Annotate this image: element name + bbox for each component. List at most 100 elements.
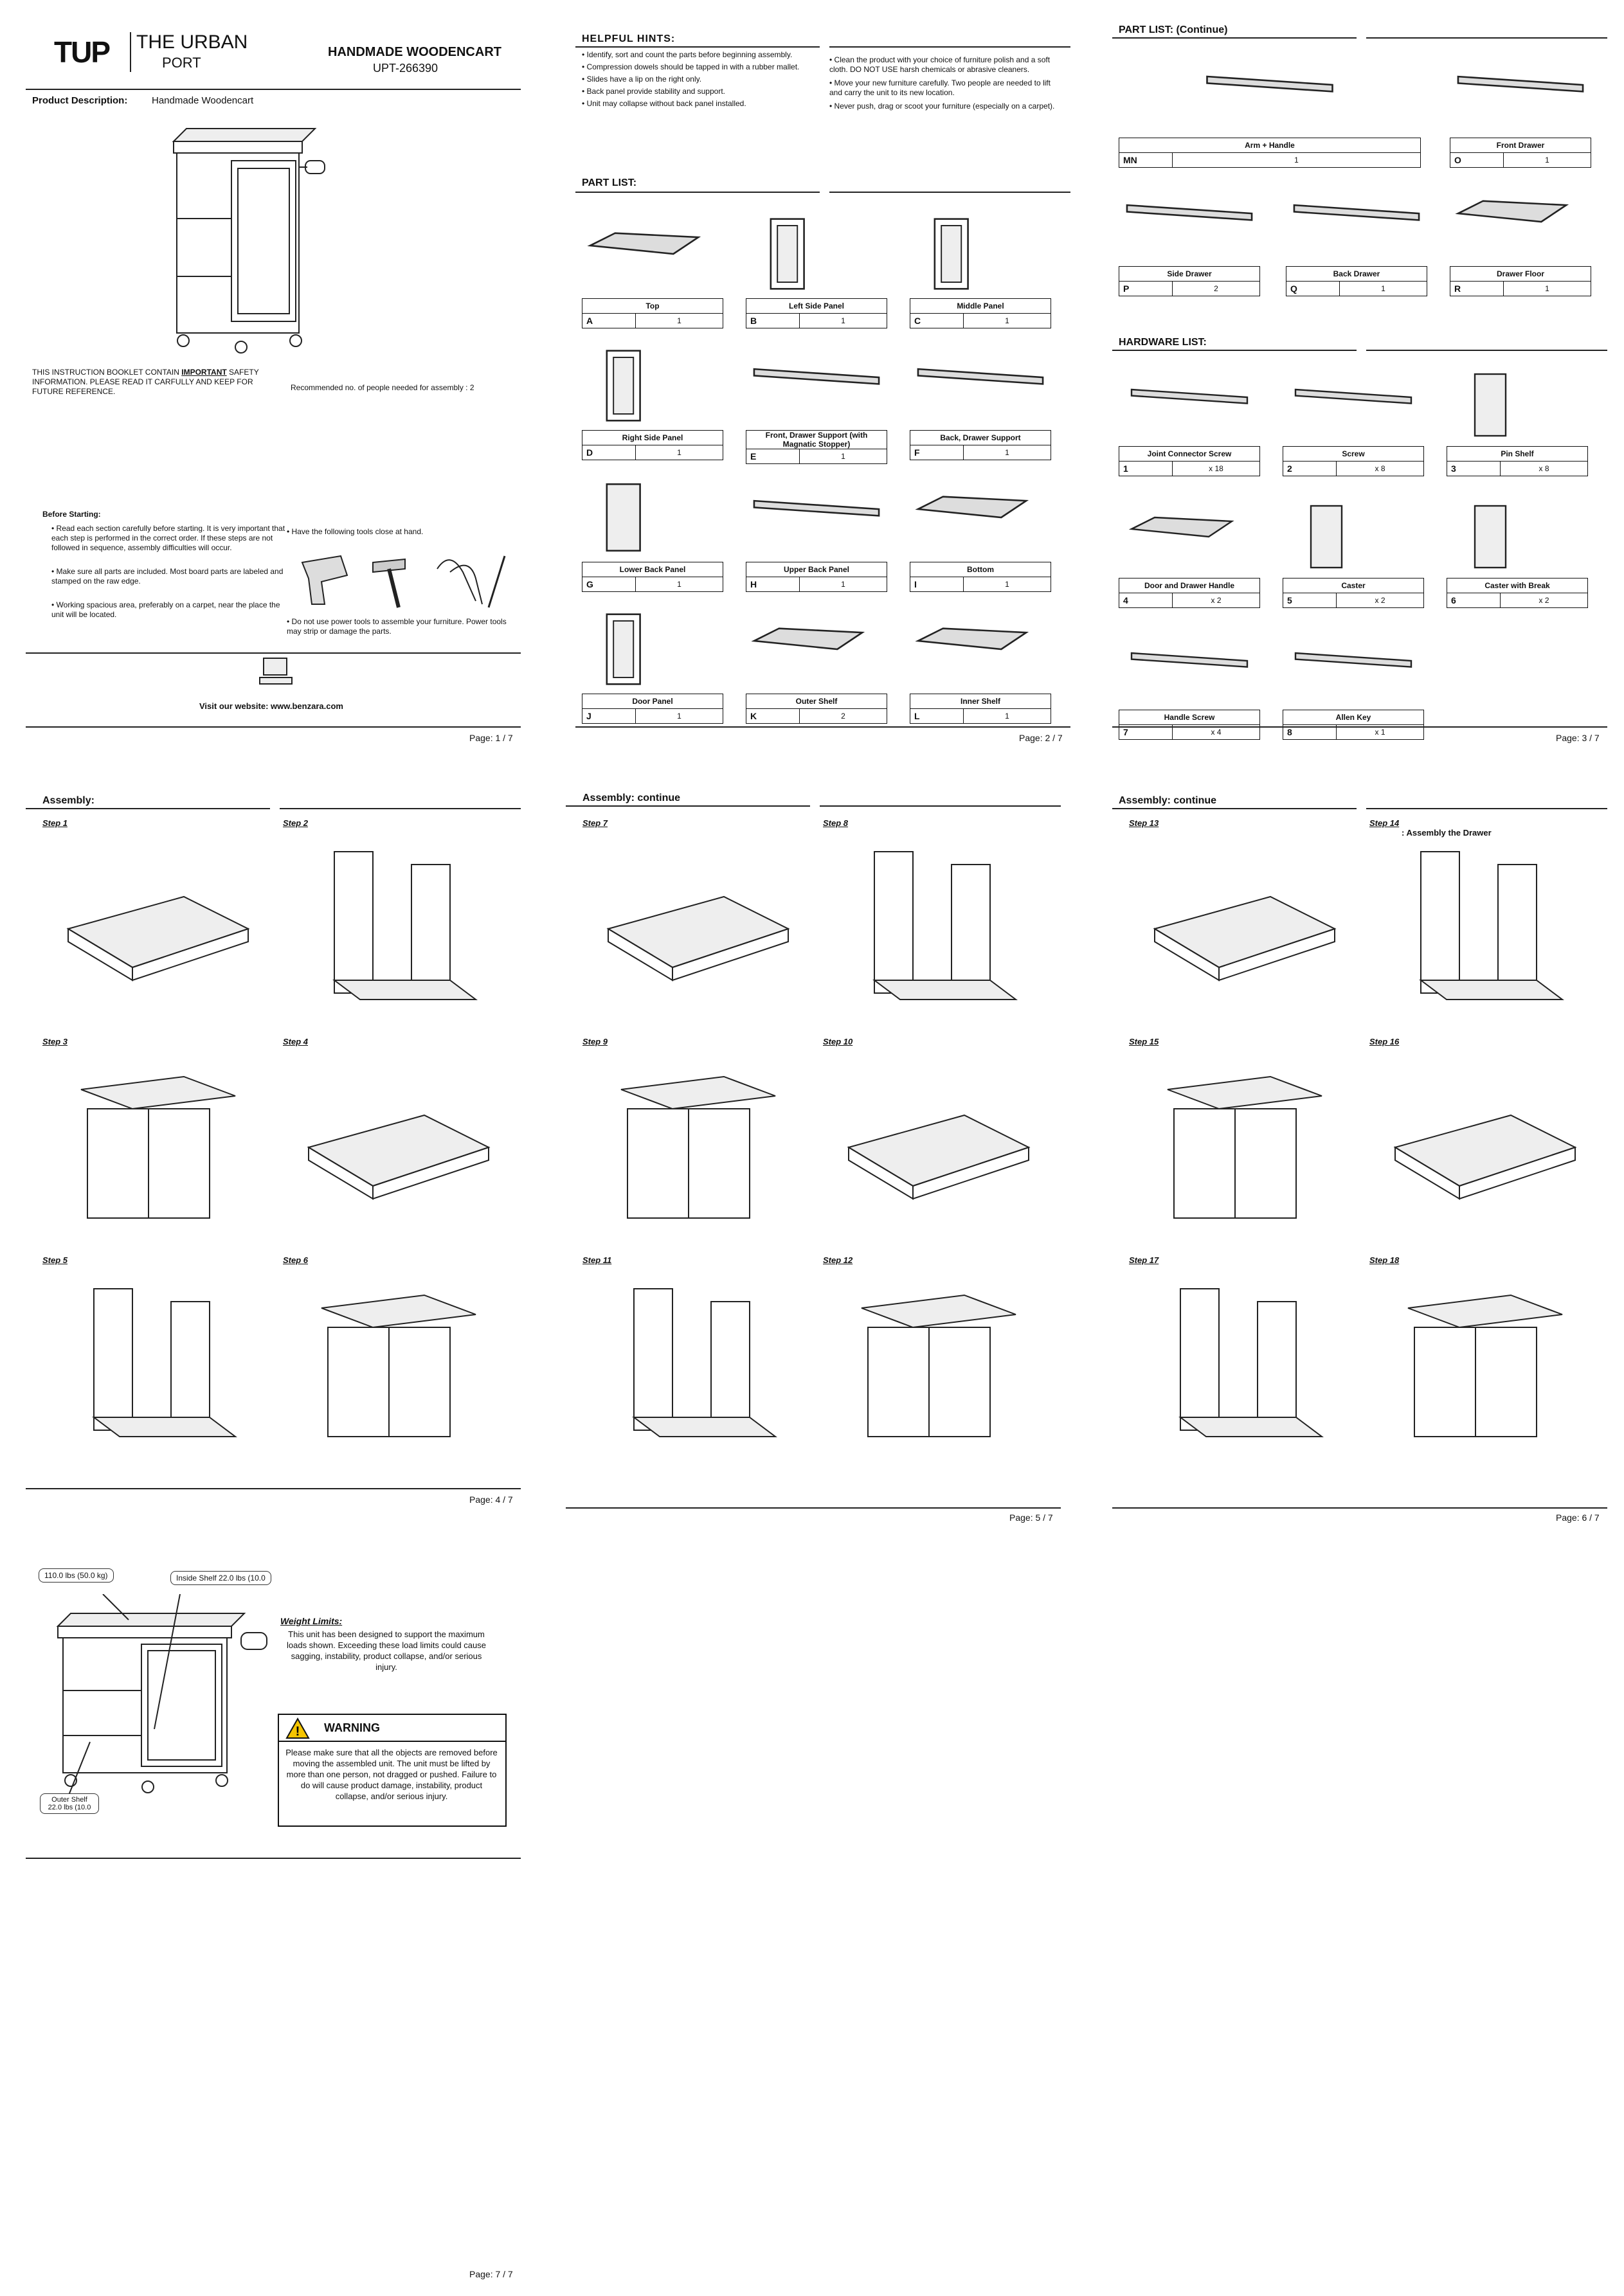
step-label: Step 5 [42, 1255, 68, 1265]
part-illustration [746, 212, 887, 296]
warning-icon: ! [285, 1718, 310, 1739]
part-illustration [746, 344, 887, 427]
step-illustration [296, 832, 501, 1019]
step-label: Step 18 [1369, 1255, 1400, 1265]
step-illustration [595, 1051, 801, 1237]
part-illustration [1283, 498, 1424, 575]
weight-limits-title: Weight Limits: [280, 1616, 343, 1626]
part-illustration [582, 212, 723, 296]
step-label: Step 12 [823, 1255, 853, 1265]
part-illustration [1119, 630, 1260, 707]
step-illustration [836, 832, 1042, 1019]
part-illustration [910, 607, 1051, 691]
part-illustration [582, 476, 723, 559]
step-label: Step 1 [42, 818, 68, 828]
part-illustration [746, 476, 887, 559]
page-1: TUP THE URBAN PORT HANDMADE WOODENCART U… [26, 19, 521, 752]
part-illustration [1450, 180, 1591, 264]
safety-notice: THIS INSTRUCTION BOOKLET CONTAIN IMPORTA… [32, 368, 259, 396]
part-illustration [1286, 180, 1427, 264]
step-label: Step 14 [1369, 818, 1400, 828]
weight-cart-illustration [51, 1594, 289, 1800]
part-illustration [1119, 366, 1260, 444]
step-illustration [296, 1269, 501, 1456]
step-illustration [1382, 1269, 1588, 1456]
page-number: Page: 2 / 7 [1019, 733, 1063, 743]
cart-illustration [161, 116, 334, 360]
step-illustration [296, 1051, 501, 1237]
part-illustration [910, 344, 1051, 427]
step-label: Step 17 [1129, 1255, 1159, 1265]
part-illustration [746, 607, 887, 691]
page-7: 110.0 lbs (50.0 kg) Inside Shelf 22.0 lb… [26, 1556, 521, 2288]
page-number: Page: 1 / 7 [469, 733, 513, 743]
tools-illustration [296, 543, 508, 614]
warning-box: ! WARNING Please make sure that all the … [278, 1714, 507, 1827]
step-label: Step 15 [1129, 1037, 1159, 1046]
before-left-bullets: • Read each section carefully before sta… [51, 524, 285, 619]
part-illustration [1447, 498, 1588, 575]
assembly-title: Assembly: [42, 795, 95, 806]
step-label: Step 3 [42, 1037, 68, 1046]
part-illustration [1119, 498, 1260, 575]
part-illustration [910, 476, 1051, 559]
hints-right: • Clean the product with your choice of … [829, 55, 1055, 111]
inside-shelf-load-callout: Inside Shelf 22.0 lbs (10.0 [170, 1571, 271, 1585]
brand-name: THE URBAN PORT [136, 31, 248, 71]
page-6: Assembly: continue : Assembly the Drawer… [1112, 787, 1607, 1523]
step-illustration [595, 832, 801, 1019]
website-link[interactable]: Visit our website: www.benzara.com [199, 701, 343, 711]
step-illustration [836, 1051, 1042, 1237]
page-2: HELPFUL HINTS: • Identify, sort and coun… [575, 19, 1070, 752]
product-code: UPT-266390 [373, 62, 438, 75]
step-label: Step 7 [582, 818, 608, 828]
part-illustration [1450, 51, 1591, 135]
part-illustration [582, 607, 723, 691]
step-illustration [836, 1269, 1042, 1456]
step-label: Step 9 [582, 1037, 608, 1046]
step-illustration [55, 1269, 261, 1456]
part-illustration [1119, 180, 1260, 264]
weight-limits-text: This unit has been designed to support t… [286, 1629, 486, 1672]
partlist-title: PART LIST: [582, 177, 637, 188]
svg-text:!: ! [296, 1725, 300, 1739]
product-desc-value: Handmade Woodencart [152, 95, 254, 106]
step-label: Step 4 [283, 1037, 309, 1046]
step-label: Step 10 [823, 1037, 853, 1046]
page-number: Page: 4 / 7 [469, 1494, 513, 1505]
hints-title: HELPFUL HINTS: [582, 33, 676, 44]
part-illustration [910, 212, 1051, 296]
warning-text: Please make sure that all the objects ar… [285, 1748, 498, 1801]
step-illustration [1142, 832, 1348, 1019]
before-right-bullets: • Have the following tools close at hand… [287, 527, 507, 636]
product-desc-label: Product Description: [32, 95, 128, 106]
step-label: Step 16 [1369, 1037, 1400, 1046]
step-illustration [1382, 832, 1588, 1019]
page-number: Page: 5 / 7 [1009, 1512, 1053, 1523]
step-label: Step 8 [823, 818, 849, 828]
step-label: Step 11 [582, 1255, 612, 1265]
step-illustration [1142, 1051, 1348, 1237]
step-label: Step 13 [1129, 818, 1159, 828]
outer-shelf-load-callout: Outer Shelf 22.0 lbs (10.0 [40, 1793, 99, 1814]
